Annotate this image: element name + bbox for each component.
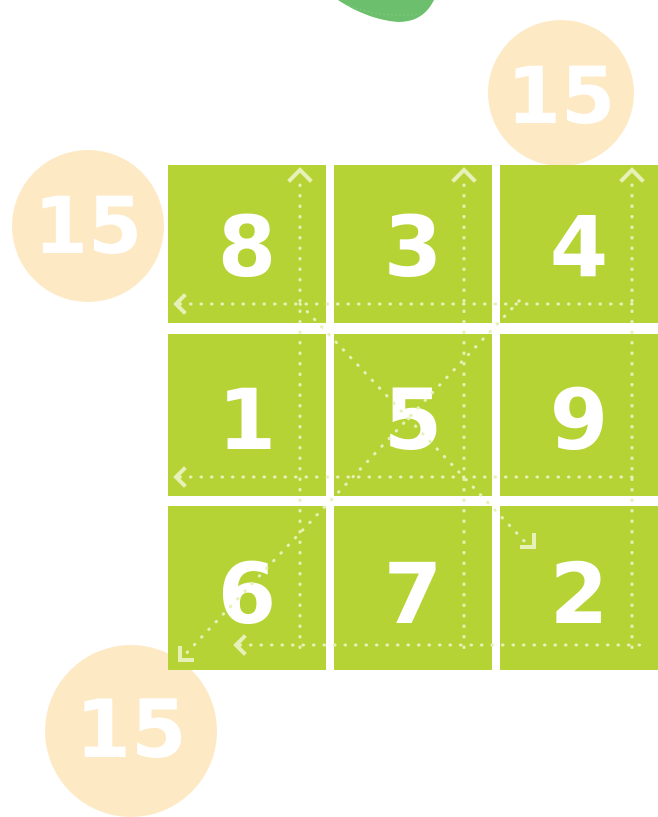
arrow-up-icon	[454, 170, 474, 180]
arrow-up-icon	[290, 170, 310, 180]
arrow-down-left-icon	[180, 648, 192, 660]
diagonal-sum-line	[300, 304, 528, 545]
diagonal-sum-line	[180, 300, 520, 660]
arrow-up-icon	[622, 170, 642, 180]
